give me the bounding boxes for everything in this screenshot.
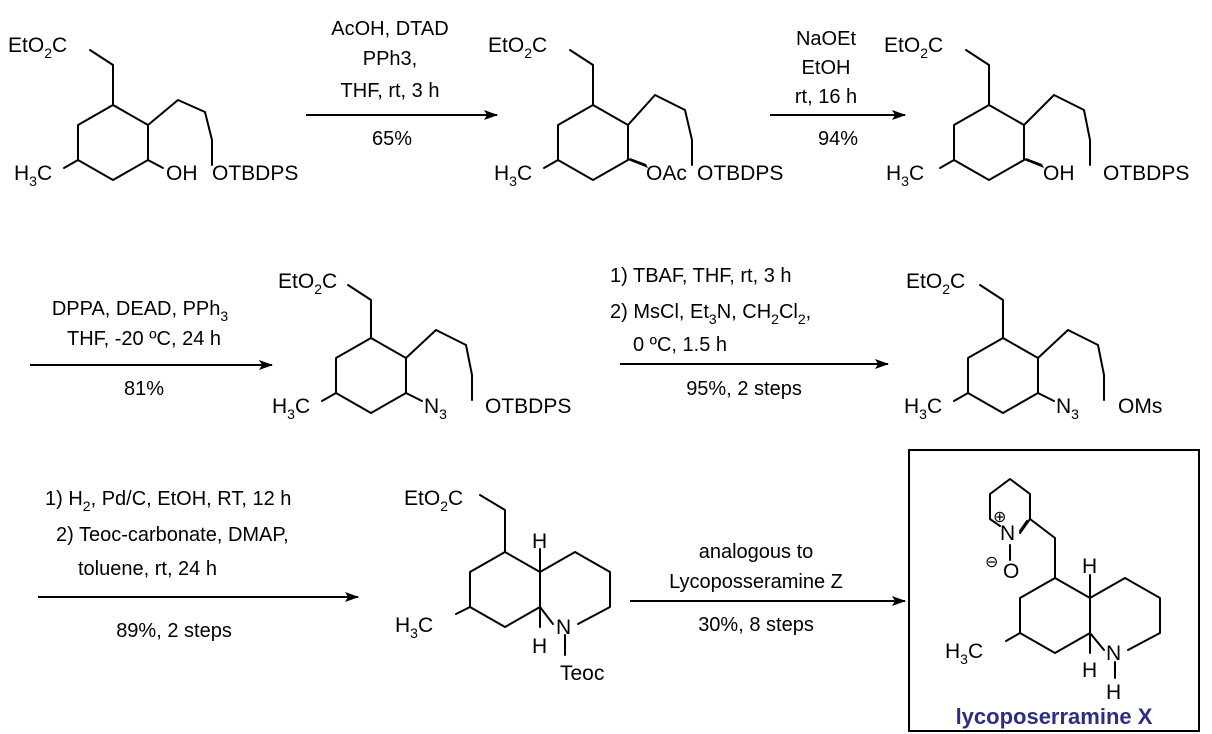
oxide-o-label: O <box>1003 560 1019 583</box>
svg-text:H3C: H3C <box>945 640 983 667</box>
svg-text:H: H <box>1082 555 1097 578</box>
step-6: analogous to Lycoposseramine Z 30%, 8 st… <box>630 541 906 636</box>
svg-text:PPh3,: PPh3, <box>363 48 417 70</box>
svg-text:2) Teoc-carbonate, DMAP,: 2) Teoc-carbonate, DMAP, <box>56 524 289 546</box>
svg-text:EtO2C: EtO2C <box>884 34 943 61</box>
svg-text:EtO2C: EtO2C <box>404 487 463 514</box>
svg-text:0 ºC, 1.5 h: 0 ºC, 1.5 h <box>633 334 727 356</box>
svg-text:H: H <box>532 635 547 658</box>
svg-text:2) MsCl, Et3N, CH2Cl2,: 2) MsCl, Et3N, CH2Cl2, <box>610 301 821 323</box>
svg-text:H3C: H3C <box>272 395 310 422</box>
compound-1-alcohol: EtO2C H3C OH OTBDPS <box>8 34 298 189</box>
svg-text:NaOEt: NaOEt <box>796 28 856 50</box>
step-5: 1) H2, Pd/C, EtOH, RT, 12 h 1) H2, Pd/C,… <box>38 488 359 642</box>
svg-text:toluene, rt, 24 h: toluene, rt, 24 h <box>78 558 217 580</box>
svg-text:1) TBAF, THF, rt, 3 h: 1) TBAF, THF, rt, 3 h <box>610 265 792 287</box>
azide-label: N3 <box>1056 395 1079 422</box>
teoc-label: Teoc <box>560 662 604 685</box>
svg-text:THF, -20 ºC, 24 h: THF, -20 ºC, 24 h <box>67 328 221 350</box>
svg-text:DPPA, DEAD, PPh3: DPPA, DEAD, PPh3 <box>50 298 230 320</box>
hydroxyl-label: OH <box>166 162 198 185</box>
svg-text:H: H <box>1106 681 1121 704</box>
compound-4-azide: EtO2C H3C N3 OTBDPS <box>272 270 571 422</box>
oxide-n-label: N <box>1000 522 1015 545</box>
plus-charge: ⊕ <box>993 509 1006 526</box>
svg-text:analogous to: analogous to <box>699 541 814 563</box>
hydroxyl-label: OH <box>1043 162 1075 185</box>
svg-text:EtO2C: EtO2C <box>488 34 547 61</box>
compound-2-acetate: EtO2C H3C OAc OTBDPS <box>488 34 783 189</box>
otbdps-label: OTBDPS <box>212 162 298 185</box>
svg-text:89%, 2 steps: 89%, 2 steps <box>116 620 232 642</box>
svg-text:94%: 94% <box>818 128 858 150</box>
svg-text:AcOH, DTAD: AcOH, DTAD <box>331 18 448 40</box>
svg-text:30%, 8 steps: 30%, 8 steps <box>698 614 814 636</box>
svg-text:H3C: H3C <box>14 162 52 189</box>
svg-text:THF, rt, 3 h: THF, rt, 3 h <box>341 80 440 102</box>
svg-text:H: H <box>532 530 547 553</box>
svg-text:EtOH: EtOH <box>802 57 851 79</box>
amine-n-label: N <box>556 616 571 639</box>
svg-text:EtO2C: EtO2C <box>8 34 67 61</box>
svg-text:H3C: H3C <box>904 395 942 422</box>
compound-6-teoc-decahydroquinoline: EtO2C H H H3C N Teoc <box>395 487 611 685</box>
compound-3-alcohol: EtO2C H3C OH OTBDPS <box>884 34 1189 189</box>
svg-text:H3C: H3C <box>494 162 532 189</box>
step-2: NaOEt EtOH rt, 16 h 94% <box>770 28 906 150</box>
svg-text:H3C: H3C <box>395 614 433 641</box>
azide-label: N3 <box>424 395 447 422</box>
svg-text:rt, 16 h: rt, 16 h <box>795 86 857 108</box>
svg-text:65%: 65% <box>372 128 412 150</box>
svg-text:DPPA, DEAD, PPh3: DPPA, DEAD, PPh3 <box>52 298 229 324</box>
otbdps-label: OTBDPS <box>485 395 571 418</box>
step-1: AcOH, DTAD PPh3, THF, rt, 3 h 65% <box>306 18 498 150</box>
step-3: DPPA, DEAD, PPh3 DPPA, DEAD, PPh3 THF, -… <box>30 298 273 400</box>
svg-text:1) H2, Pd/C, EtOH, RT, 12 h: 1) H2, Pd/C, EtOH, RT, 12 h <box>45 488 291 514</box>
svg-text:H: H <box>1082 659 1097 682</box>
step-4: 1) TBAF, THF, rt, 3 h 2) MsCl, Et3N, CH2… <box>610 265 889 400</box>
minus-charge: ⊖ <box>985 554 998 571</box>
svg-text:H3C: H3C <box>886 162 924 189</box>
svg-text:2) MsCl, Et3N, CH2Cl2,: 2) MsCl, Et3N, CH2Cl2, <box>610 301 811 327</box>
svg-text:1) H2, Pd/C, EtOH, RT, 12 h: 1) H2, Pd/C, EtOH, RT, 12 h <box>45 488 295 510</box>
acetate-label: OAc <box>646 162 687 185</box>
mesylate-label: OMs <box>1118 395 1162 418</box>
svg-text:N: N <box>1106 642 1121 665</box>
svg-text:Lycoposseramine Z: Lycoposseramine Z <box>669 571 843 593</box>
svg-text:EtO2C: EtO2C <box>278 270 337 297</box>
svg-text:81%: 81% <box>124 378 164 400</box>
otbdps-label: OTBDPS <box>1103 162 1189 185</box>
compound-5-mesylate: EtO2C H3C N3 OMs <box>904 270 1162 422</box>
otbdps-label: OTBDPS <box>697 162 783 185</box>
svg-text:EtO2C: EtO2C <box>906 270 965 297</box>
product-name: lycoposerramine X <box>956 704 1153 729</box>
svg-text:95%, 2 steps: 95%, 2 steps <box>686 378 802 400</box>
product-box: N ⊕ O ⊖ H H H3C N H lycoposerramine X <box>908 449 1200 732</box>
